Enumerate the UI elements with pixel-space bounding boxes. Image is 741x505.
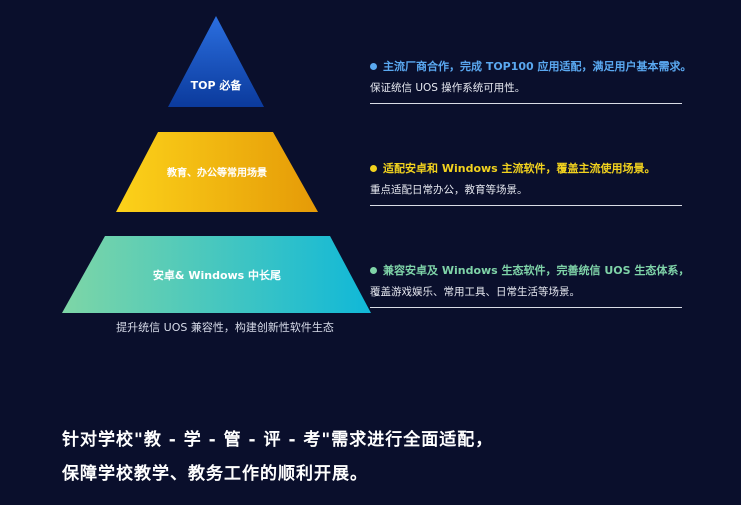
description-title-row: 适配安卓和 Windows 主流软件，覆盖主流使用场景。 (370, 160, 682, 176)
description-tier-bottom: 兼容安卓及 Windows 生态软件，完善统信 UOS 生态体系， 覆盖游戏娱乐… (370, 262, 689, 308)
bullet-dot-icon (370, 266, 377, 274)
headline-line-1: 针对学校"教 - 学 - 管 - 评 - 考"需求进行全面适配， (62, 430, 494, 450)
pyramid-diagram: TOP 必备 教育、办公等常用场景 安卓& Windows 中长尾 (62, 16, 371, 313)
tier-middle-label: 教育、办公等常用场景 (166, 166, 267, 179)
description-title: 主流厂商合作，完成 TOP100 应用适配，满足用户基本需求。 (383, 60, 692, 73)
description-detail: 覆盖游戏娱乐、常用工具、日常生活等场景。 (370, 286, 580, 298)
pyramid-tier-middle (116, 132, 318, 212)
description-detail: 保证统信 UOS 操作系统可用性。 (370, 82, 526, 94)
description-title: 适配安卓和 Windows 主流软件，覆盖主流使用场景。 (383, 162, 656, 175)
description-title: 兼容安卓及 Windows 生态软件，完善统信 UOS 生态体系， (383, 264, 690, 277)
description-title-row: 兼容安卓及 Windows 生态软件，完善统信 UOS 生态体系， (370, 262, 689, 278)
description-tier-middle: 适配安卓和 Windows 主流软件，覆盖主流使用场景。 重点适配日常办公，教育… (370, 160, 682, 206)
pyramid-caption: 提升统信 UOS 兼容性，构建创新性软件生态 (116, 321, 334, 334)
description-tier-top: 主流厂商合作，完成 TOP100 应用适配，满足用户基本需求。 保证统信 UOS… (370, 58, 692, 104)
tier-bottom-label: 安卓& Windows 中长尾 (153, 268, 281, 282)
pyramid-tier-top (168, 16, 264, 107)
bullet-dot-icon (370, 164, 377, 172)
bullet-dot-icon (370, 62, 377, 70)
tier-top-label: TOP 必备 (191, 78, 243, 92)
description-title-row: 主流厂商合作，完成 TOP100 应用适配，满足用户基本需求。 (370, 58, 692, 74)
description-detail: 重点适配日常办公，教育等场景。 (370, 184, 528, 196)
headline-line-2: 保障学校教学、教务工作的顺利开展。 (62, 464, 368, 484)
pyramid-tier-bottom (62, 236, 371, 313)
